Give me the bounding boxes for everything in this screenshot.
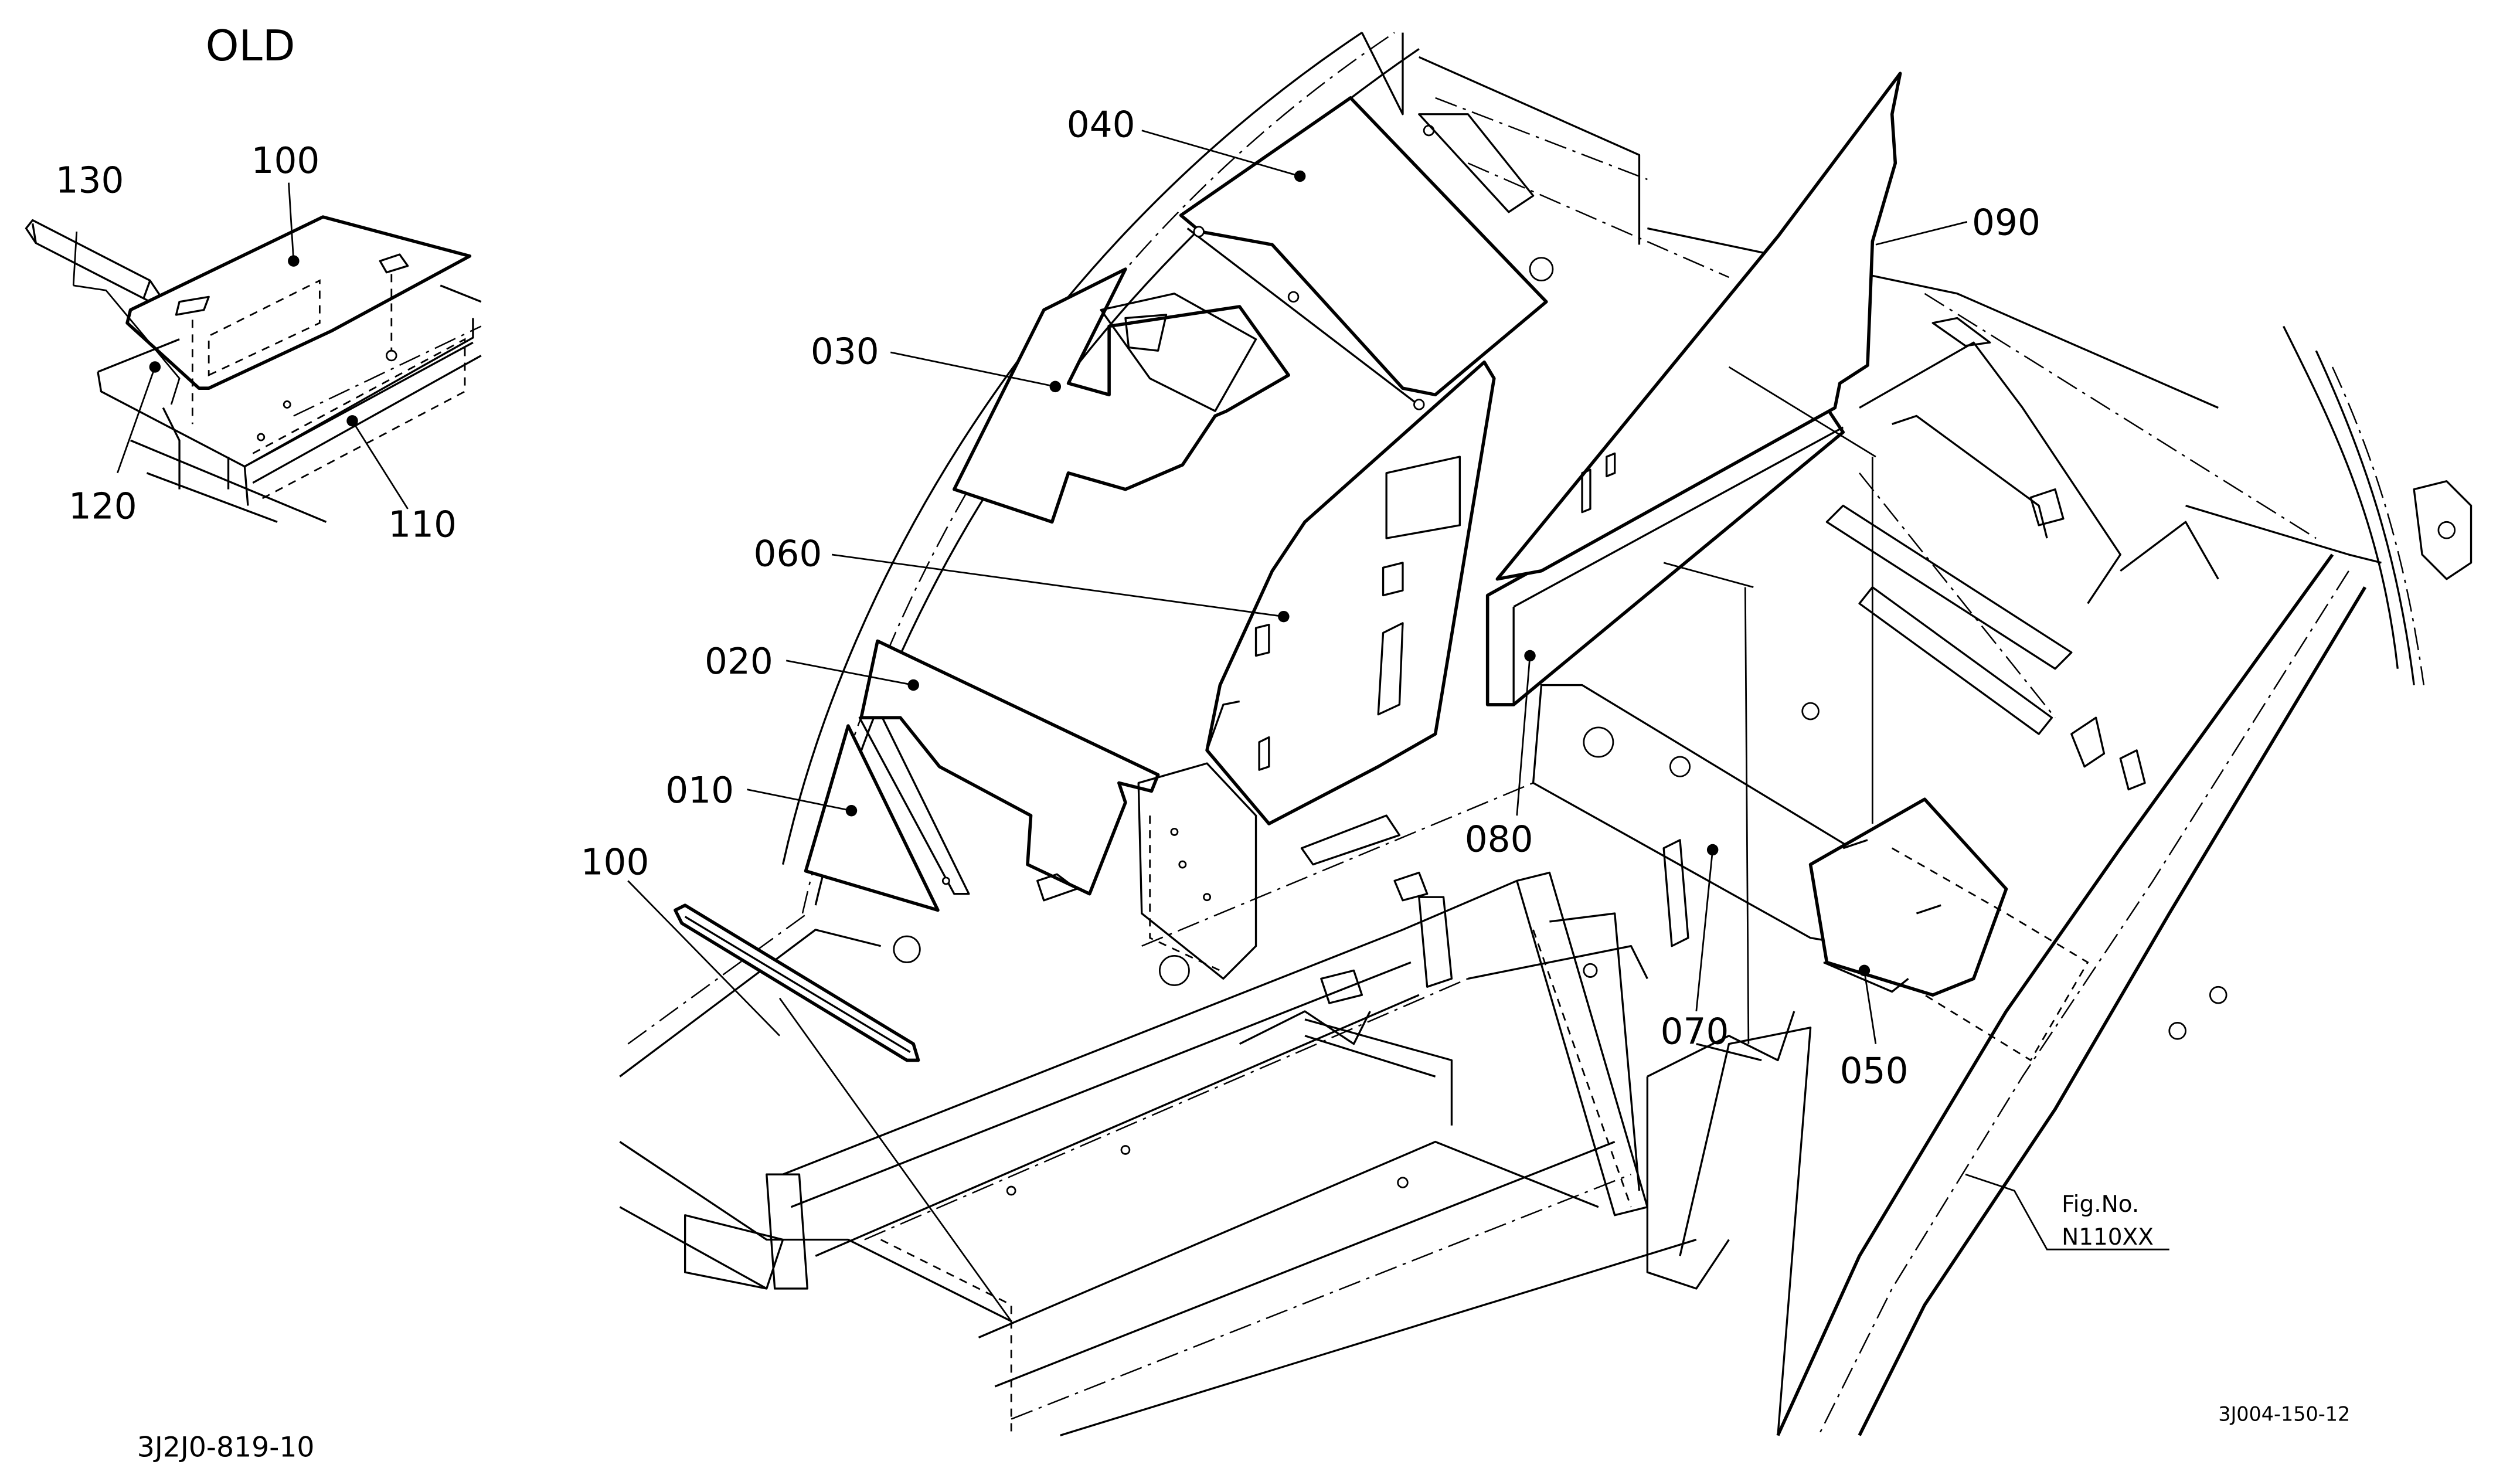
main-assembly: 010 020 030 040 050 060 070 080 090 100	[581, 32, 2473, 1436]
callout-070: 070	[1661, 1011, 1729, 1053]
part-090-panel	[1495, 72, 1902, 581]
callout-090: 090	[1972, 202, 2041, 244]
part-050-bracket	[1808, 797, 2089, 1062]
callout-050: 050	[1840, 1050, 1909, 1092]
rear-wall	[1532, 317, 2121, 947]
inset-callout-100: 100	[251, 140, 320, 182]
part-040-panel	[1179, 96, 1554, 410]
fig-ref-label: Fig.No.	[2062, 1191, 2139, 1218]
part-060-panel	[1205, 360, 1496, 825]
part-100-inset-mat	[125, 215, 472, 424]
main-leaders	[627, 130, 1968, 1322]
bracket-center	[1137, 762, 1453, 1004]
inset-callout-110: 110	[388, 504, 457, 545]
callout-100: 100	[581, 841, 649, 883]
part-070-region	[1646, 839, 1812, 1436]
floor-deck	[619, 782, 1697, 1436]
callout-060: 060	[754, 533, 822, 575]
inset-callout-120: 120	[69, 486, 137, 528]
figure-reference: Fig.No. N110XX	[2062, 1191, 2154, 1250]
inset-title: OLD	[206, 22, 295, 71]
callout-020: 020	[705, 641, 773, 682]
inset-callout-130: 130	[56, 159, 124, 201]
callout-030: 030	[811, 331, 879, 372]
main-reference-lines	[1663, 366, 1876, 1044]
part-030-panel	[952, 267, 1290, 524]
callout-080: 080	[1465, 818, 1533, 860]
part-130-strip	[25, 219, 161, 305]
inset-frame	[97, 284, 482, 523]
rail-post	[1516, 871, 1649, 1216]
drawing-code-left: 3J2J0-819-10	[137, 1432, 315, 1464]
fig-ref-number: N110XX	[2062, 1224, 2154, 1250]
inset-leaders	[72, 182, 409, 509]
callout-010: 010	[665, 770, 734, 811]
part-020-panel	[859, 639, 1160, 902]
fig-ref-leader	[1965, 1173, 2169, 1250]
part-100-main-strip	[674, 903, 920, 1062]
drawing-code-right: 3J004-150-12	[2218, 1402, 2350, 1425]
callout-040: 040	[1067, 104, 1135, 146]
inset-old: OLD	[25, 22, 482, 545]
